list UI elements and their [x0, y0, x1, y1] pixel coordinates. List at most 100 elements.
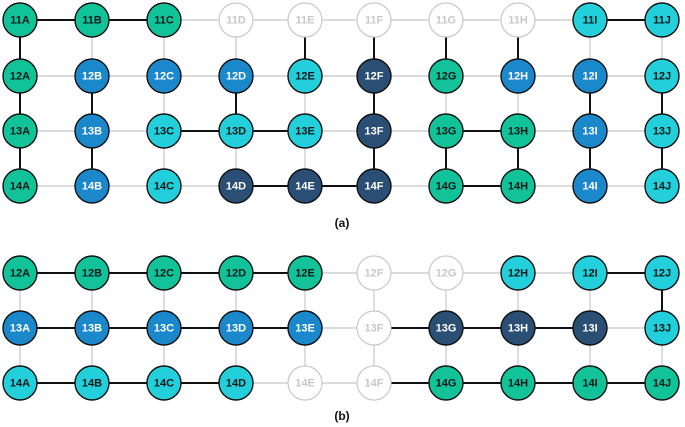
node-circle	[74, 58, 110, 94]
node-label: 13C	[154, 323, 174, 335]
node-13B: 13B	[74, 310, 110, 346]
node-circle	[146, 58, 182, 94]
node-13I: 13I	[572, 113, 608, 149]
node-circle	[218, 168, 254, 204]
node-label: 14H	[508, 181, 528, 193]
node-12F: 12F	[356, 58, 392, 94]
node-circle	[572, 58, 608, 94]
node-14F: 14F	[356, 365, 392, 401]
node-11D: 11D	[218, 2, 254, 38]
node-circle	[572, 365, 608, 401]
node-label: 12G	[436, 71, 457, 83]
node-circle	[572, 255, 608, 291]
node-label: 13G	[436, 126, 457, 138]
node-circle	[356, 58, 392, 94]
node-12C: 12C	[146, 58, 182, 94]
node-14I: 14I	[572, 168, 608, 204]
node-label: 12I	[582, 268, 597, 280]
node-14F: 14F	[356, 168, 392, 204]
node-label: 11A	[10, 15, 30, 27]
node-12D: 12D	[218, 255, 254, 291]
node-circle	[572, 2, 608, 38]
node-12H: 12H	[500, 58, 536, 94]
node-label: 11D	[226, 15, 246, 27]
node-circle	[218, 58, 254, 94]
node-label: 14E	[295, 378, 315, 390]
node-14A: 14A	[2, 365, 38, 401]
node-label: 13J	[653, 126, 671, 138]
node-label: 12B	[82, 71, 102, 83]
node-circle	[74, 365, 110, 401]
node-circle	[287, 255, 323, 291]
node-circle	[287, 365, 323, 401]
node-circle	[356, 113, 392, 149]
node-12D: 12D	[218, 58, 254, 94]
node-circle	[218, 365, 254, 401]
node-circle	[287, 310, 323, 346]
node-circle	[356, 310, 392, 346]
node-12B: 12B	[74, 255, 110, 291]
node-13G: 13G	[428, 310, 464, 346]
node-13A: 13A	[2, 310, 38, 346]
node-11F: 11F	[356, 2, 392, 38]
node-12H: 12H	[500, 255, 536, 291]
node-12G: 12G	[428, 58, 464, 94]
node-label: 12B	[82, 268, 102, 280]
node-label: 11C	[154, 15, 174, 27]
node-12B: 12B	[74, 58, 110, 94]
node-label: 11E	[296, 15, 315, 27]
node-circle	[218, 113, 254, 149]
node-circle	[2, 168, 38, 204]
node-circle	[287, 2, 323, 38]
node-label: 12F	[365, 71, 384, 83]
node-13C: 13C	[146, 310, 182, 346]
node-circle	[644, 255, 680, 291]
node-label: 12E	[295, 71, 315, 83]
node-12A: 12A	[2, 58, 38, 94]
node-label: 12J	[653, 71, 671, 83]
node-14D: 14D	[218, 168, 254, 204]
node-circle	[572, 168, 608, 204]
node-circle	[428, 2, 464, 38]
node-circle	[146, 365, 182, 401]
node-12E: 12E	[287, 255, 323, 291]
node-circle	[428, 58, 464, 94]
node-13I: 13I	[572, 310, 608, 346]
node-label: 14J	[653, 181, 671, 193]
node-13B: 13B	[74, 113, 110, 149]
node-14I: 14I	[572, 365, 608, 401]
node-label: 12H	[508, 268, 528, 280]
node-14B: 14B	[74, 168, 110, 204]
node-circle	[500, 58, 536, 94]
node-11E: 11E	[287, 2, 323, 38]
node-label: 13E	[295, 323, 315, 335]
node-label: 13A	[10, 126, 30, 138]
node-circle	[146, 310, 182, 346]
node-circle	[428, 113, 464, 149]
node-14J: 14J	[644, 365, 680, 401]
node-circle	[2, 255, 38, 291]
node-label: 14J	[653, 378, 671, 390]
node-label: 12D	[226, 71, 246, 83]
node-circle	[500, 365, 536, 401]
node-circle	[356, 168, 392, 204]
node-circle	[146, 2, 182, 38]
node-13D: 13D	[218, 310, 254, 346]
node-circle	[644, 113, 680, 149]
node-12G: 12G	[428, 255, 464, 291]
node-circle	[644, 310, 680, 346]
node-label: 12A	[10, 71, 30, 83]
node-circle	[572, 310, 608, 346]
node-13F: 13F	[356, 310, 392, 346]
node-14E: 14E	[287, 365, 323, 401]
node-14C: 14C	[146, 365, 182, 401]
node-14E: 14E	[287, 168, 323, 204]
node-13E: 13E	[287, 310, 323, 346]
node-14H: 14H	[500, 168, 536, 204]
node-13D: 13D	[218, 113, 254, 149]
node-label: 13E	[295, 126, 315, 138]
node-label: 14B	[82, 181, 102, 193]
